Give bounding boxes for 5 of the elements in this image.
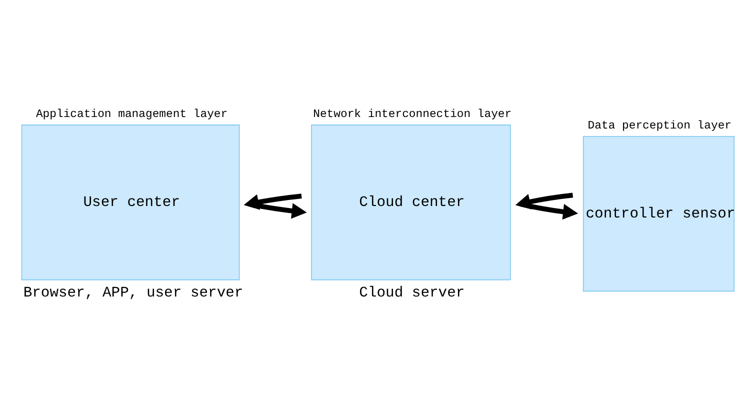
node-label: Cloud server — [359, 284, 465, 301]
node-label: Data perception layer — [588, 120, 732, 132]
node-label: Browser, APP, user server — [23, 284, 244, 301]
node-label: Application management layer — [36, 108, 228, 120]
node-label: Network interconnection layer — [313, 108, 512, 120]
